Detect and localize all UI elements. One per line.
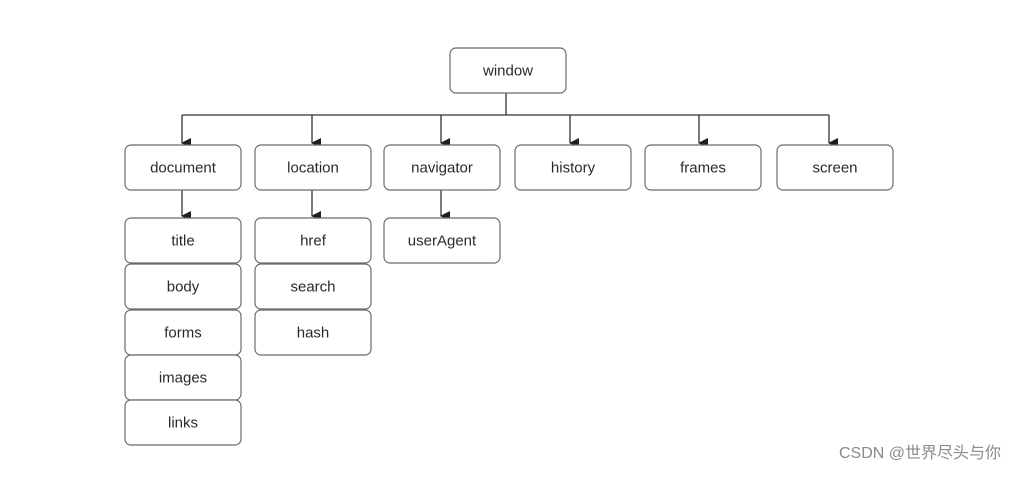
prop-title-label: title bbox=[171, 233, 194, 250]
prop-links-label: links bbox=[168, 415, 198, 432]
prop-images-label: images bbox=[159, 370, 207, 387]
location-properties: href search hash bbox=[254, 217, 372, 356]
prop-forms-label: forms bbox=[164, 325, 202, 342]
document-properties: title body forms images links bbox=[124, 217, 242, 446]
prop-href-label: href bbox=[300, 233, 327, 250]
node-history: history bbox=[514, 144, 632, 191]
watermark-text: CSDN @世界尽头与你 bbox=[838, 445, 1001, 462]
node-navigator: navigator bbox=[383, 144, 501, 191]
node-document-label: document bbox=[150, 160, 217, 177]
node-window: window bbox=[449, 47, 567, 94]
node-frames-label: frames bbox=[680, 160, 726, 177]
node-screen: screen bbox=[776, 144, 894, 191]
node-history-label: history bbox=[551, 160, 596, 177]
node-document: document bbox=[124, 144, 242, 191]
edges bbox=[181, 93, 838, 221]
prop-useragent-label: userAgent bbox=[408, 233, 477, 250]
navigator-properties: userAgent bbox=[383, 217, 501, 264]
prop-body-label: body bbox=[167, 279, 200, 296]
node-window-label: window bbox=[482, 63, 533, 80]
node-location-label: location bbox=[287, 160, 339, 177]
prop-hash-label: hash bbox=[297, 325, 330, 342]
node-frames: frames bbox=[644, 144, 762, 191]
prop-search-label: search bbox=[290, 279, 335, 296]
node-location: location bbox=[254, 144, 372, 191]
node-screen-label: screen bbox=[812, 160, 857, 177]
node-navigator-label: navigator bbox=[411, 160, 473, 177]
